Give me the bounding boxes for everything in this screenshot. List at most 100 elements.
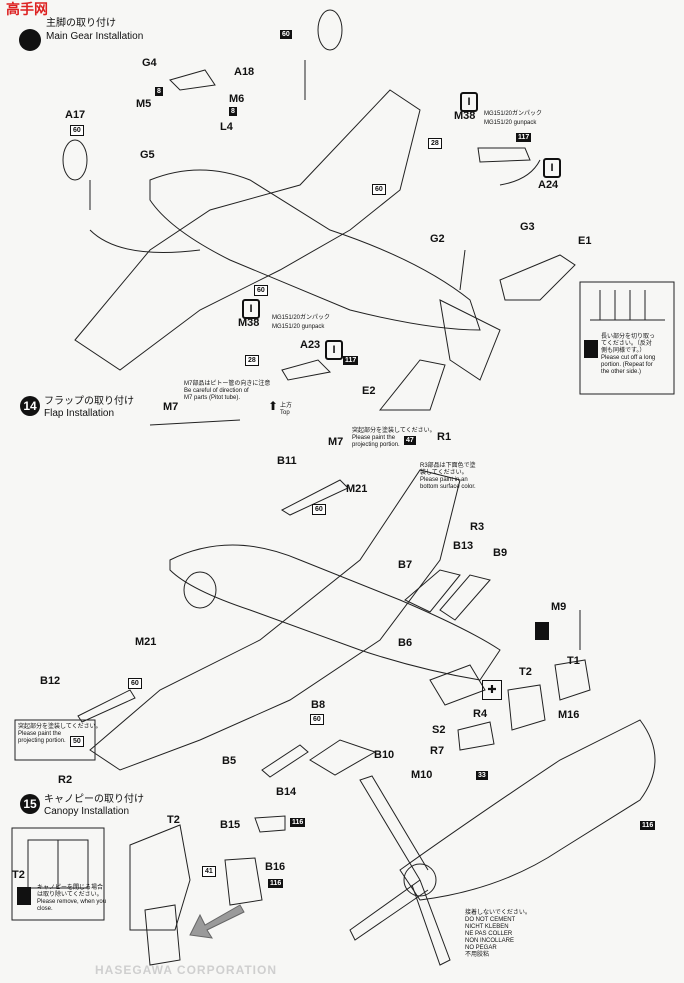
flap-e2 <box>378 359 446 411</box>
part-label: A17 <box>65 109 86 121</box>
color-ref: 41 <box>202 866 216 877</box>
color-ref: 116 <box>640 821 656 830</box>
flap-b12 <box>77 689 136 723</box>
part-label: R7 <box>430 745 445 757</box>
step15-title-jp: キャノピーの取り付け <box>44 794 144 805</box>
canopy-r4-frame <box>429 664 486 706</box>
cement-icon <box>535 622 549 640</box>
step15-title-en: Canopy Installation <box>44 806 130 817</box>
part-label: R1 <box>437 431 452 443</box>
gunpack-note-jp: MG151/20ガンパック <box>272 315 331 321</box>
part-label: M38 <box>238 317 260 329</box>
part-label: E1 <box>578 235 592 247</box>
part-label: A24 <box>538 179 559 191</box>
part-label: R3 <box>470 521 485 533</box>
step14-title-en: Flap Installation <box>44 408 115 419</box>
footer-brand: HASEGAWA CORPORATION <box>95 963 278 977</box>
part-label: M38 <box>454 110 476 122</box>
propeller-blade-1 <box>359 775 429 881</box>
color-ref: 60 <box>254 285 268 296</box>
flap-b14 <box>261 744 309 778</box>
color-ref: 60 <box>310 714 324 725</box>
color-ref: 60 <box>372 184 386 195</box>
wheel-underside <box>183 571 217 609</box>
color-ref: 60 <box>280 30 292 39</box>
color-ref: 117 <box>343 356 359 365</box>
gunpack-note-en: MG151/20 gunpack <box>272 324 325 330</box>
color-ref: 47 <box>404 436 416 445</box>
flap-b11 <box>280 479 349 516</box>
gunpack-a24 <box>477 147 531 163</box>
part-label: A18 <box>234 66 255 78</box>
paint-note: 突起部分を塗装してください。 Please paint the projecti… <box>352 428 436 448</box>
flap-b9 <box>439 574 491 621</box>
part-label: M21 <box>346 483 368 495</box>
flap-e1 <box>499 254 576 301</box>
rotate-view-icon: ✚ <box>482 680 502 700</box>
color-ref: 28 <box>245 355 259 366</box>
color-ref: 28 <box>428 138 442 149</box>
color-ref: 60 <box>128 678 142 689</box>
part-label: T2 <box>12 869 25 881</box>
top-note: 上方 Top <box>280 403 293 416</box>
gunpack-note-jp: MG151/20ガンパック <box>484 111 543 117</box>
canopy-detail-box <box>11 827 105 921</box>
part-label: S2 <box>432 724 446 736</box>
gunpack-a23 <box>281 359 332 381</box>
no-cement-note: 接着しないでください。 DO NOT CEMENT NICHT KLEBEN N… <box>465 910 531 958</box>
color-ref: 33 <box>476 771 488 780</box>
option-icon: I <box>543 158 561 178</box>
option-icon <box>17 887 31 905</box>
site-logo: 高手网 <box>6 1 48 17</box>
color-ref: 8 <box>229 107 237 116</box>
option-icon: I <box>242 299 260 319</box>
canopy-frame-lower <box>144 904 181 966</box>
step-number: 14 <box>20 396 40 416</box>
part-label: E2 <box>362 385 376 397</box>
flap-b10 <box>309 739 377 776</box>
direction-arrow-icon <box>189 904 245 939</box>
propeller-blade-2 <box>349 879 429 941</box>
wing-outline-bottom <box>89 469 461 771</box>
color-ref: 60 <box>312 504 326 515</box>
part-label: B15 <box>220 819 241 831</box>
canopy-t1 <box>554 659 591 701</box>
part-label: M10 <box>411 769 433 781</box>
part-label: M16 <box>558 709 580 721</box>
fuselage-side <box>399 719 656 901</box>
part-label: T2 <box>167 814 180 826</box>
wing-outline-top <box>74 89 421 371</box>
step13-title-en: Main Gear Installation <box>46 31 144 42</box>
part-label: B14 <box>276 786 297 798</box>
cutoff-icon <box>584 340 598 358</box>
canopy-t2 <box>507 684 546 731</box>
option-icon: I <box>460 92 478 112</box>
part-label: G5 <box>140 149 155 161</box>
fuselage-bottom <box>169 544 501 681</box>
propeller-blade-3 <box>411 879 451 966</box>
part-label: T1 <box>567 655 580 667</box>
canopy-s2 <box>457 721 495 751</box>
part-label: B13 <box>453 540 474 552</box>
paint-detail-box <box>14 719 96 761</box>
fuselage-top <box>149 169 481 331</box>
part-label: B16 <box>265 861 286 873</box>
part-label: B9 <box>493 547 508 559</box>
wheel-a17 <box>62 139 88 181</box>
part-label: M6 <box>229 93 245 105</box>
part-label: T2 <box>519 666 532 678</box>
part-label: M21 <box>135 636 157 648</box>
g4-cover <box>169 69 216 91</box>
part-label: B7 <box>398 559 413 571</box>
flap-b13 <box>404 569 461 613</box>
canopy-t2-open <box>129 824 191 931</box>
part-label: B11 <box>277 455 297 467</box>
part-label: B5 <box>222 755 237 767</box>
part-label: B12 <box>40 675 61 687</box>
paint-note: 突起部分を塗装してください。 Please paint the projecti… <box>18 724 102 744</box>
part-label: B10 <box>374 749 395 761</box>
canopy-remove-note: キャノピーを閉じる場合 は取り除いてください。 Please remove, w… <box>37 885 107 912</box>
headrest-b15 <box>254 815 286 833</box>
